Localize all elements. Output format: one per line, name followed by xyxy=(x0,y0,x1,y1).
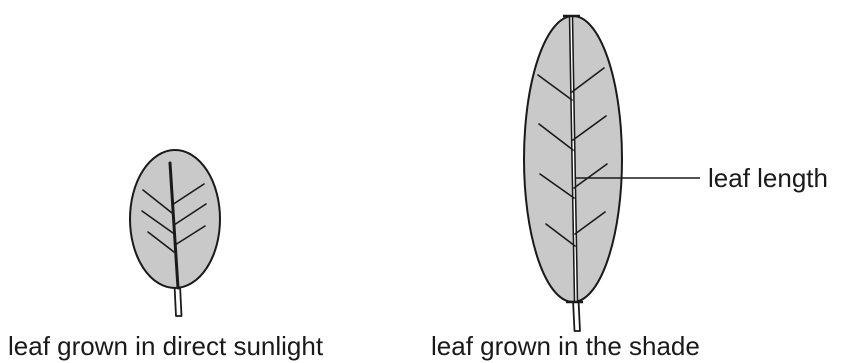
leaf-length-label: leaf length xyxy=(708,163,828,193)
shade-leaf-stalk xyxy=(573,300,580,331)
shade-leaf xyxy=(524,16,622,331)
sunlight-leaf-caption: leaf grown in direct sunlight xyxy=(8,331,324,361)
shade-leaf-caption: leaf grown in the shade xyxy=(431,331,700,361)
sunlight-leaf-stalk xyxy=(175,285,182,316)
sunlight-leaf xyxy=(130,150,220,316)
